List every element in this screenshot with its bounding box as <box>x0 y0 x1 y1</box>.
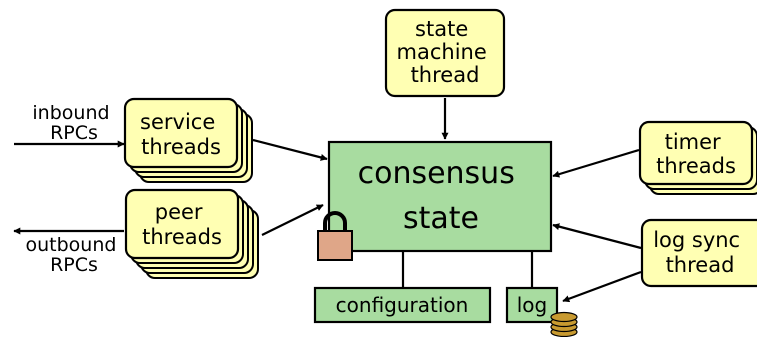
state-machine-line-3: thread <box>411 63 480 87</box>
padlock-icon <box>317 211 353 261</box>
timer-threads-node: timer threads <box>638 120 757 195</box>
log-sync-line-1: log sync <box>653 228 740 252</box>
arrow-service-to-consensus <box>252 138 328 161</box>
svg-text:state machine thre: state machine thread <box>397 17 494 87</box>
svg-text:service threads: service threads <box>140 110 222 159</box>
arrow-logsync-to-log <box>562 270 642 303</box>
consensus-state-node: consensus state <box>327 140 553 253</box>
edges <box>13 98 642 303</box>
log-sync-line-2: thread <box>666 253 735 277</box>
log-node: log <box>505 286 559 324</box>
consensus-line-2: state <box>403 201 479 236</box>
service-threads-line-2: threads <box>141 135 221 159</box>
state-machine-line-1: state <box>415 17 468 41</box>
consensus-line-1: consensus <box>358 156 515 191</box>
log-sync-thread-node: log sync thread <box>640 218 757 288</box>
peer-threads-line-2: threads <box>142 225 222 249</box>
arrow-peer-to-consensus <box>261 204 324 236</box>
arrow-timer-to-consensus <box>552 148 640 178</box>
state-machine-line-2: machine <box>397 40 487 64</box>
configuration-label: configuration <box>336 293 469 317</box>
svg-text:log sync thread: log sync thread <box>653 228 747 277</box>
timer-threads-line-2: threads <box>656 154 736 178</box>
state-machine-thread-node: state machine thread <box>384 8 506 98</box>
log-label: log <box>517 293 548 317</box>
disk-stack-icon <box>550 311 578 337</box>
outbound-rpcs-label: outbound RPCs <box>26 234 123 276</box>
peer-threads-line-1: peer <box>155 200 203 224</box>
configuration-node: configuration <box>313 286 492 324</box>
inbound-rpcs-label: inbound RPCs <box>32 102 115 144</box>
arrow-logsync-to-consensus <box>552 223 642 250</box>
service-threads-line-1: service <box>140 110 215 134</box>
timer-threads-line-1: timer <box>665 130 721 154</box>
service-threads-node: service threads <box>123 97 253 183</box>
svg-text:timer threads: timer threads <box>656 130 736 178</box>
peer-threads-node: peer threads <box>124 188 259 279</box>
svg-text:peer threads: peer threads <box>142 200 222 249</box>
svg-text:consensus state: consensus state <box>358 156 525 236</box>
